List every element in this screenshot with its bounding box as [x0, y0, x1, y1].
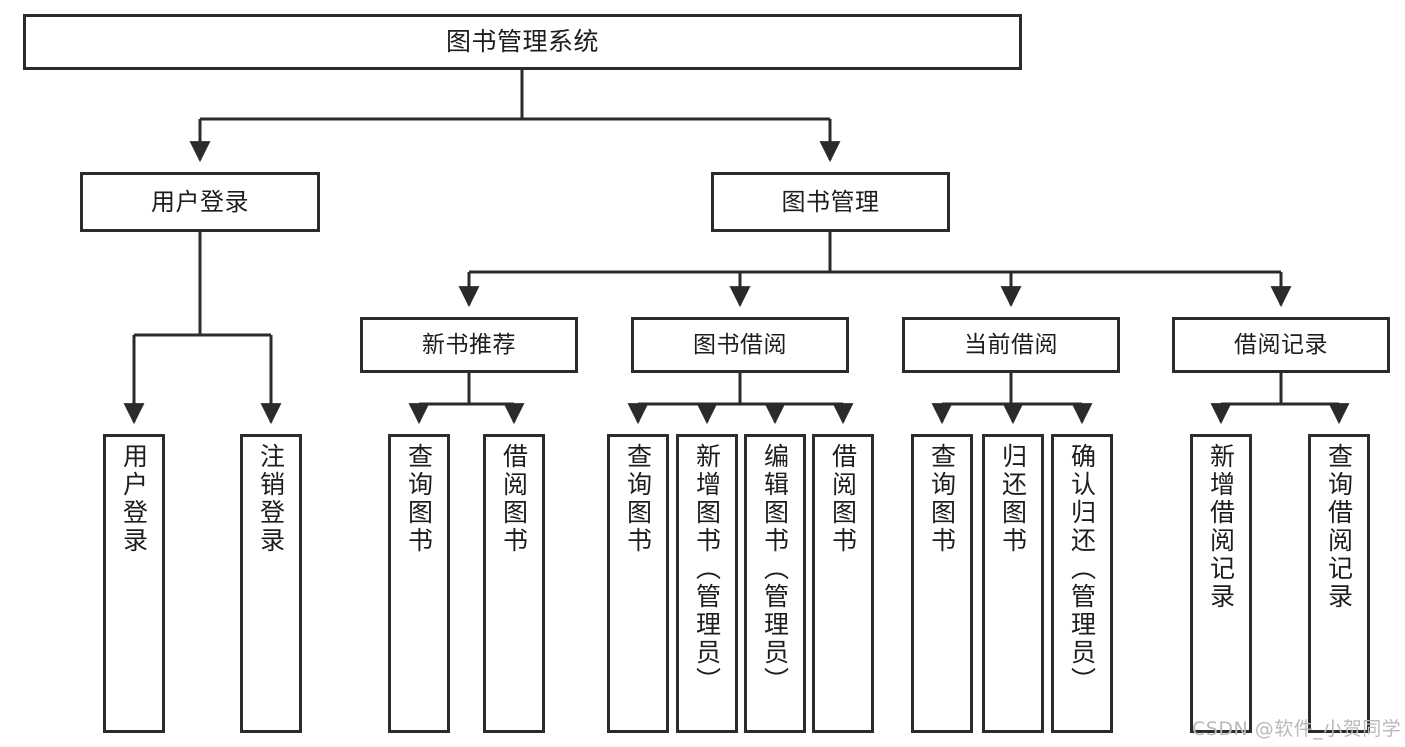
node-add-borrow-record[interactable]: 新增借阅记录	[1190, 434, 1252, 733]
node-query-borrow-record[interactable]: 查询借阅记录	[1308, 434, 1370, 733]
node-add-book-admin-label: 新增图书（管理员）	[692, 443, 722, 695]
node-current-borrow[interactable]: 当前借阅	[902, 317, 1120, 373]
node-user-logout-leaf[interactable]: 注销登录	[240, 434, 302, 733]
node-user-login-leaf[interactable]: 用户登录	[103, 434, 165, 733]
node-user-login[interactable]: 用户登录	[80, 172, 320, 232]
node-query-book-current-label: 查询图书	[927, 443, 957, 555]
node-book-manage[interactable]: 图书管理	[711, 172, 950, 232]
node-return-book-label: 归还图书	[998, 443, 1028, 555]
node-root-label: 图书管理系统	[445, 27, 599, 57]
node-borrow-book[interactable]: 借阅图书	[812, 434, 874, 733]
node-new-book-recommend-label: 新书推荐	[422, 331, 516, 358]
node-root[interactable]: 图书管理系统	[23, 14, 1022, 70]
node-book-borrow-label: 图书借阅	[693, 331, 787, 358]
node-borrow-record-label: 借阅记录	[1234, 331, 1328, 358]
node-borrow-book-recommend[interactable]: 借阅图书	[483, 434, 545, 733]
node-borrow-book-recommend-label: 借阅图书	[499, 443, 529, 555]
node-add-borrow-record-label: 新增借阅记录	[1206, 443, 1236, 611]
node-book-manage-label: 图书管理	[781, 188, 880, 216]
node-return-book[interactable]: 归还图书	[982, 434, 1044, 733]
node-current-borrow-label: 当前借阅	[964, 331, 1058, 358]
node-query-borrow-record-label: 查询借阅记录	[1324, 443, 1354, 611]
node-new-book-recommend[interactable]: 新书推荐	[360, 317, 578, 373]
node-query-book-current[interactable]: 查询图书	[911, 434, 973, 733]
watermark: CSDN @软件_小贺同学	[1192, 718, 1402, 740]
node-query-book-recommend[interactable]: 查询图书	[388, 434, 450, 733]
node-add-book-admin[interactable]: 新增图书（管理员）	[676, 434, 738, 733]
node-query-book-recommend-label: 查询图书	[404, 443, 434, 555]
node-confirm-return-admin-label: 确认归还（管理员）	[1067, 443, 1097, 695]
node-borrow-book-label: 借阅图书	[828, 443, 858, 555]
node-user-login-label: 用户登录	[151, 188, 249, 216]
node-user-logout-leaf-label: 注销登录	[256, 443, 286, 555]
node-user-login-leaf-label: 用户登录	[119, 443, 149, 555]
node-edit-book-admin-label: 编辑图书（管理员）	[760, 443, 790, 695]
node-query-book-borrow[interactable]: 查询图书	[607, 434, 669, 733]
node-confirm-return-admin[interactable]: 确认归还（管理员）	[1051, 434, 1113, 733]
node-borrow-record[interactable]: 借阅记录	[1172, 317, 1390, 373]
node-edit-book-admin[interactable]: 编辑图书（管理员）	[744, 434, 806, 733]
node-book-borrow[interactable]: 图书借阅	[631, 317, 849, 373]
node-query-book-borrow-label: 查询图书	[623, 443, 653, 555]
